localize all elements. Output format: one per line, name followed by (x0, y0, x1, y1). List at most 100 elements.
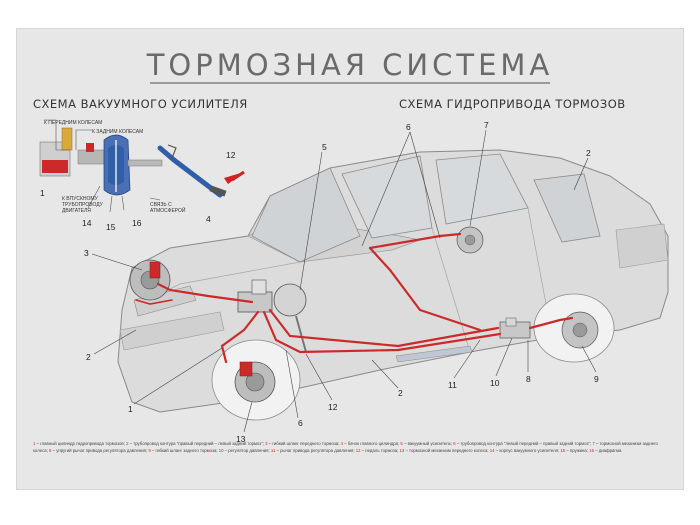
legend-item-number: 9 (148, 448, 151, 453)
legend-item-text: – диафрагма. (594, 448, 623, 453)
leader-11 (453, 339, 481, 379)
leader-10 (495, 337, 513, 377)
front-right-brake-disc (234, 361, 276, 403)
callout-8: 8 (526, 374, 531, 384)
door-line-front (431, 227, 471, 353)
legend-item-number: 10 (218, 448, 224, 453)
legend-item-text: – тормозной механизм заднего колеса; (33, 441, 658, 453)
legend-item-text: – главный цилиндр гидропривода тормозов; (35, 441, 127, 446)
rear-wheels-label: К ЗАДНИМ КОЛЕСАМ (92, 129, 143, 135)
leader-3 (91, 253, 143, 271)
callout-2-middle: 2 (398, 388, 403, 398)
legend-item-text: – упругий рычаг привода регулятора давле… (51, 448, 149, 453)
legend-item: 13 – тормозной механизм переднего колеса… (400, 448, 490, 453)
legend-item: 2 – трубопровод контура "правый передний… (126, 441, 265, 446)
callout-12: 12 (328, 402, 338, 412)
fluid-reservoir (251, 279, 267, 295)
legend-item-number: 15 (560, 448, 566, 453)
callout-15: 15 (106, 222, 116, 232)
leader-9 (581, 345, 597, 373)
leader-7 (469, 129, 487, 227)
callout-2-front: 2 (86, 352, 91, 362)
line-front-wheels (44, 119, 70, 151)
legend-item-text: – корпус вакуумного усилителя; (494, 448, 561, 453)
legend-item: 4 – бачок главного цилиндра; (341, 441, 401, 446)
legend-item: 10 – регулятор давления; (219, 448, 271, 453)
legend-text: 1 – главный цилиндр гидропривода тормозо… (33, 440, 663, 454)
legend-item-text: – педаль тормоза; (360, 448, 400, 453)
callout-leaders (91, 129, 597, 433)
legend-item: 15 – пружина; (560, 448, 589, 453)
rear-brake-line-upper (268, 308, 500, 348)
hydraulic-drive-subtitle: СХЕМА ГИДРОПРИВОДА ТОРМОЗОВ (399, 97, 626, 111)
front-grille (119, 311, 225, 351)
line-rear-wheels (75, 129, 92, 150)
rear-right-brake-line (528, 316, 574, 330)
pedal-pad (209, 185, 227, 197)
legend-item-text: – рычаг привода регулятора давления; (275, 448, 356, 453)
leader-2b (93, 329, 137, 355)
callout-7: 7 (484, 120, 489, 130)
master-cylinder-fluid (42, 160, 68, 173)
vacuum-booster (273, 283, 307, 317)
legend-item-number: 16 (589, 448, 594, 453)
pedal-lever (157, 145, 223, 198)
leader-5 (299, 151, 323, 291)
legend-item: 12 – педаль тормоза; (356, 448, 400, 453)
legend-item: 1 – главный цилиндр гидропривода тормозо… (33, 441, 126, 446)
leader-2a (573, 157, 589, 191)
front-left-hose (135, 299, 173, 305)
callout-10: 10 (490, 378, 500, 388)
windshield (251, 167, 361, 263)
legend-item-number: 8 (49, 448, 52, 453)
brake-pedal (295, 315, 307, 353)
leader-12 (305, 353, 333, 401)
car-illustration (117, 149, 669, 421)
brake-lines (135, 232, 574, 364)
title-underline (150, 82, 550, 84)
legend-item: 8 – упругий рычаг привода регулятора дав… (49, 448, 148, 453)
legend-item-number: 11 (270, 448, 276, 453)
legend-item-number: 1 (33, 441, 36, 446)
valve-red-part (86, 143, 94, 152)
legend-item: 16 – диафрагма. (589, 448, 622, 453)
legend-item-text: – вакуумный усилитель; (402, 441, 454, 446)
intake-label-1: К ВПУСКНОМУ (62, 196, 99, 202)
callout-6-bottom: 6 (298, 418, 303, 428)
legend-item-number: 12 (355, 448, 361, 453)
page-title: ТОРМОЗНАЯ СИСТЕМА (146, 48, 554, 82)
intake-label-2: ТРУБОПРОВОДУ (62, 202, 104, 208)
legend-item: 9 – гибкий шланг заднего тормоза; (148, 448, 218, 453)
tail-light (615, 223, 669, 269)
callout-6-top: 6 (406, 122, 411, 132)
leader-6a (409, 131, 441, 239)
callout-9: 9 (594, 374, 599, 384)
atmosphere-label-1: СВЯЗЬ С (150, 202, 172, 208)
legend-item-number: 4 (340, 441, 343, 446)
legend-item: 5 – вакуумный усилитель; (400, 441, 453, 446)
intake-label-3: ДВИГАТЕЛЯ (62, 208, 91, 214)
front-right-caliper (239, 361, 253, 377)
legend-item-text: – гибкий шланг переднего тормоза; (267, 441, 341, 446)
leader-16 (121, 195, 125, 211)
valve-body (77, 149, 105, 165)
front-wheels-label: К ПЕРЕДНИМ КОЛЕСАМ (44, 120, 102, 126)
callout-5: 5 (322, 142, 327, 152)
legend-item-text: – гибкий шланг заднего тормоза; (150, 448, 219, 453)
legend-item-number: 6 (453, 441, 456, 446)
leader-6c (285, 349, 299, 419)
legend-item-number: 2 (126, 441, 129, 446)
vacuum-booster-schematic: К ПЕРЕДНИМ КОЛЕСАМ К ЗАДНИМ КОЛЕСАМ К ВП… (39, 119, 245, 232)
callout-11: 11 (448, 380, 457, 390)
leader-2c (371, 359, 399, 389)
legend-item-text: – тормозной механизм переднего колеса; (404, 448, 490, 453)
brake-components (129, 226, 599, 403)
push-rod (127, 159, 163, 167)
legend-item: 7 – тормозной механизм заднего колеса; (33, 441, 658, 453)
callout-13: 13 (236, 434, 246, 444)
callout-12-inset: 12 (226, 150, 236, 160)
legend-item: 11 – рычаг привода регулятора давления; (271, 448, 356, 453)
legend-item-number: 3 (265, 441, 268, 446)
legend-item-text: – бачок главного цилиндра; (342, 441, 401, 446)
